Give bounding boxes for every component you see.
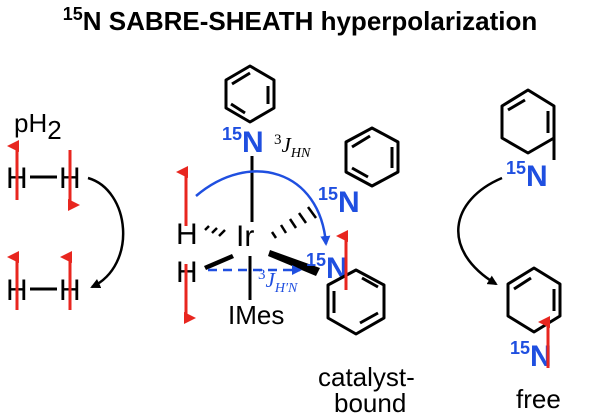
bound-nitrogen-label: 15N bbox=[306, 250, 348, 285]
imes-ligand: IMes bbox=[228, 300, 284, 330]
hydride-top: H bbox=[176, 218, 198, 251]
free-nitrogen-top-label: 15N bbox=[506, 158, 548, 193]
coupling-j-hn: 3JHN bbox=[274, 132, 311, 161]
coupling-j-h2n: 3JH′N bbox=[258, 267, 298, 296]
iridium-atom: Ir bbox=[236, 220, 254, 253]
curved-arrow-icon bbox=[87, 176, 125, 289]
equatorial-nitrogen-label: 15N bbox=[318, 184, 360, 219]
pyridine-equatorial bbox=[344, 126, 400, 188]
free-nitrogen-bottom-label: 15N bbox=[510, 338, 552, 373]
coupling-arrow-hn bbox=[195, 170, 331, 246]
curved-arrow-icon bbox=[457, 176, 503, 286]
wedge-bond-ir-h-bottom bbox=[204, 254, 234, 270]
axial-nitrogen-label: 15N bbox=[222, 124, 264, 159]
wedge-bond-ir-n-bound bbox=[268, 250, 320, 276]
pyridine-bound bbox=[326, 268, 386, 336]
parahydrogen-label: pH2 bbox=[14, 108, 62, 145]
catalyst-bound-caption-1: catalyst- bbox=[318, 362, 415, 392]
pyridine-axial bbox=[224, 64, 276, 124]
hashed-bond-ir-h-top bbox=[204, 225, 226, 237]
hashed-bond-ir-n bbox=[270, 206, 318, 239]
catalyst-bound-caption-2: bound bbox=[334, 388, 406, 417]
pyridine-free-bottom bbox=[506, 266, 562, 334]
page-title: 15N SABRE-SHEATH hyperpolarization bbox=[63, 4, 538, 36]
pyridine-free-top bbox=[500, 88, 556, 155]
free-caption: free bbox=[516, 384, 561, 414]
